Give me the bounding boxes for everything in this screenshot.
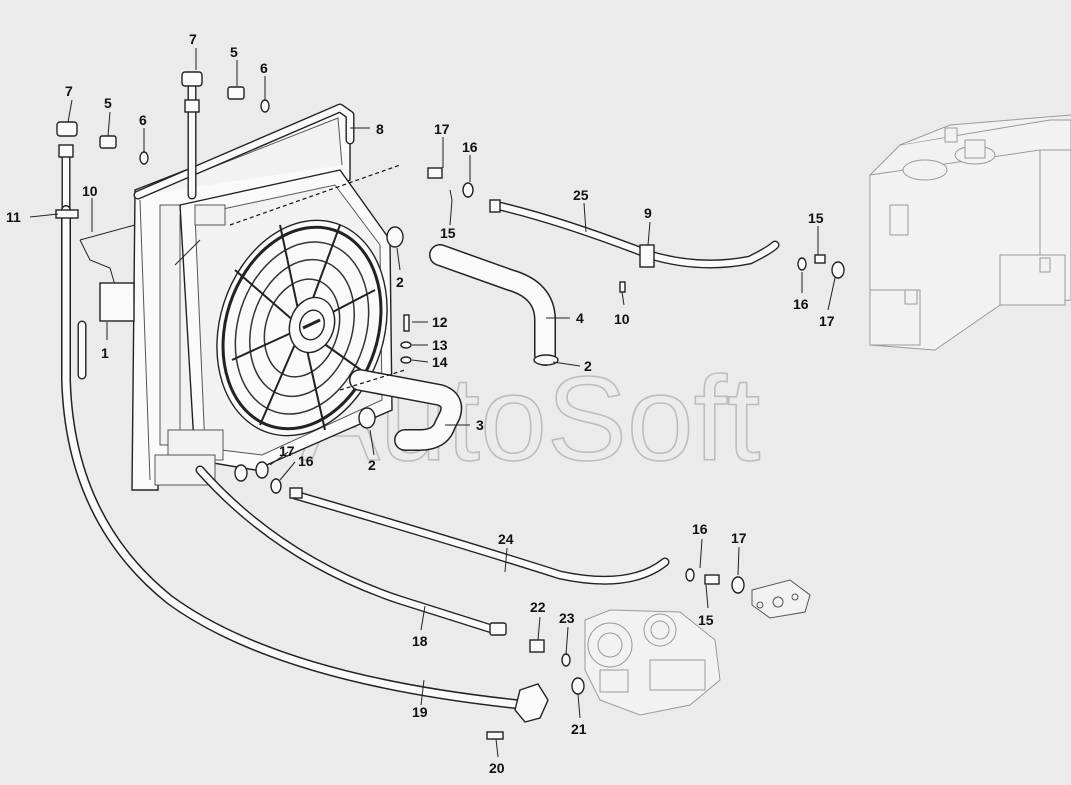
- callout-12: 12: [432, 314, 448, 330]
- callout-14: 14: [432, 354, 448, 370]
- callout-15: 15: [808, 210, 824, 226]
- transmission-housing: [584, 609, 721, 716]
- callout-8: 8: [376, 121, 384, 137]
- callout-17: 17: [819, 313, 835, 329]
- callout-4: 4: [576, 310, 584, 326]
- callout-10: 10: [614, 311, 630, 327]
- callout-17: 17: [279, 443, 295, 459]
- callout-23: 23: [559, 610, 575, 626]
- callout-5: 5: [104, 95, 112, 111]
- fittings-5-6: [99, 86, 270, 165]
- left-pipes: [55, 205, 530, 710]
- tubes-7: [56, 71, 203, 215]
- callout-16: 16: [298, 453, 314, 469]
- callout-7: 7: [65, 83, 73, 99]
- hose-18: [195, 465, 507, 636]
- callout-17: 17: [731, 530, 747, 546]
- callout-20: 20: [489, 760, 505, 776]
- callout-9: 9: [644, 205, 652, 221]
- hose-25: [490, 200, 780, 269]
- leader-lines: [29, 48, 836, 758]
- callout-labels: 11 10 1 7 7 5 5 6 6 8 17 16 15 2 4 2 3 2…: [6, 31, 835, 776]
- callout-17: 17: [434, 121, 450, 137]
- callout-11: 11: [6, 209, 21, 225]
- callout-2: 2: [368, 457, 376, 473]
- callout-5: 5: [230, 44, 238, 60]
- callout-13: 13: [432, 337, 448, 353]
- hose-4: [429, 244, 559, 366]
- callout-6: 6: [260, 60, 268, 76]
- callout-16: 16: [692, 521, 708, 537]
- callout-6: 6: [139, 112, 147, 128]
- callout-21: 21: [571, 721, 587, 737]
- valve-block: [751, 579, 811, 619]
- callout-16: 16: [793, 296, 809, 312]
- callout-15: 15: [440, 225, 456, 241]
- hydraulic-tank: [869, 114, 1071, 351]
- callout-24: 24: [498, 531, 514, 547]
- callout-25: 25: [573, 187, 589, 203]
- callout-7: 7: [189, 31, 197, 47]
- cooling-fan: [216, 219, 388, 437]
- callout-1: 1: [101, 345, 109, 361]
- callout-3: 3: [476, 417, 484, 433]
- small-parts: [234, 167, 845, 740]
- hose-24: [290, 490, 670, 585]
- callout-19: 19: [412, 704, 428, 720]
- callout-16: 16: [462, 139, 478, 155]
- callout-2: 2: [396, 274, 404, 290]
- callout-18: 18: [412, 633, 428, 649]
- callout-15: 15: [698, 612, 714, 628]
- callout-22: 22: [530, 599, 546, 615]
- callout-2: 2: [584, 358, 592, 374]
- callout-10: 10: [82, 183, 98, 199]
- hose-3: [349, 369, 463, 451]
